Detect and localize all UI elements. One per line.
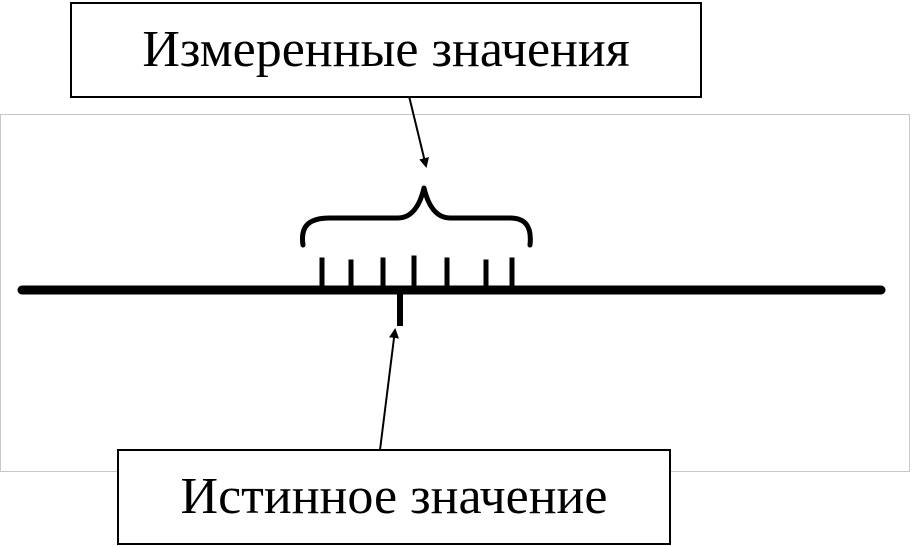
measured-values-label: Измеренные значения [142, 21, 630, 78]
arrow-to-measured [408, 95, 429, 168]
true-value-label-box: Истинное значение [117, 449, 671, 545]
arrow-to-true-value [379, 328, 399, 451]
measured-brace [299, 185, 533, 248]
measured-values-label-box: Измеренные значения [70, 2, 702, 98]
measured-ticks [319, 255, 515, 291]
true-value-label: Истинное значение [180, 468, 608, 525]
